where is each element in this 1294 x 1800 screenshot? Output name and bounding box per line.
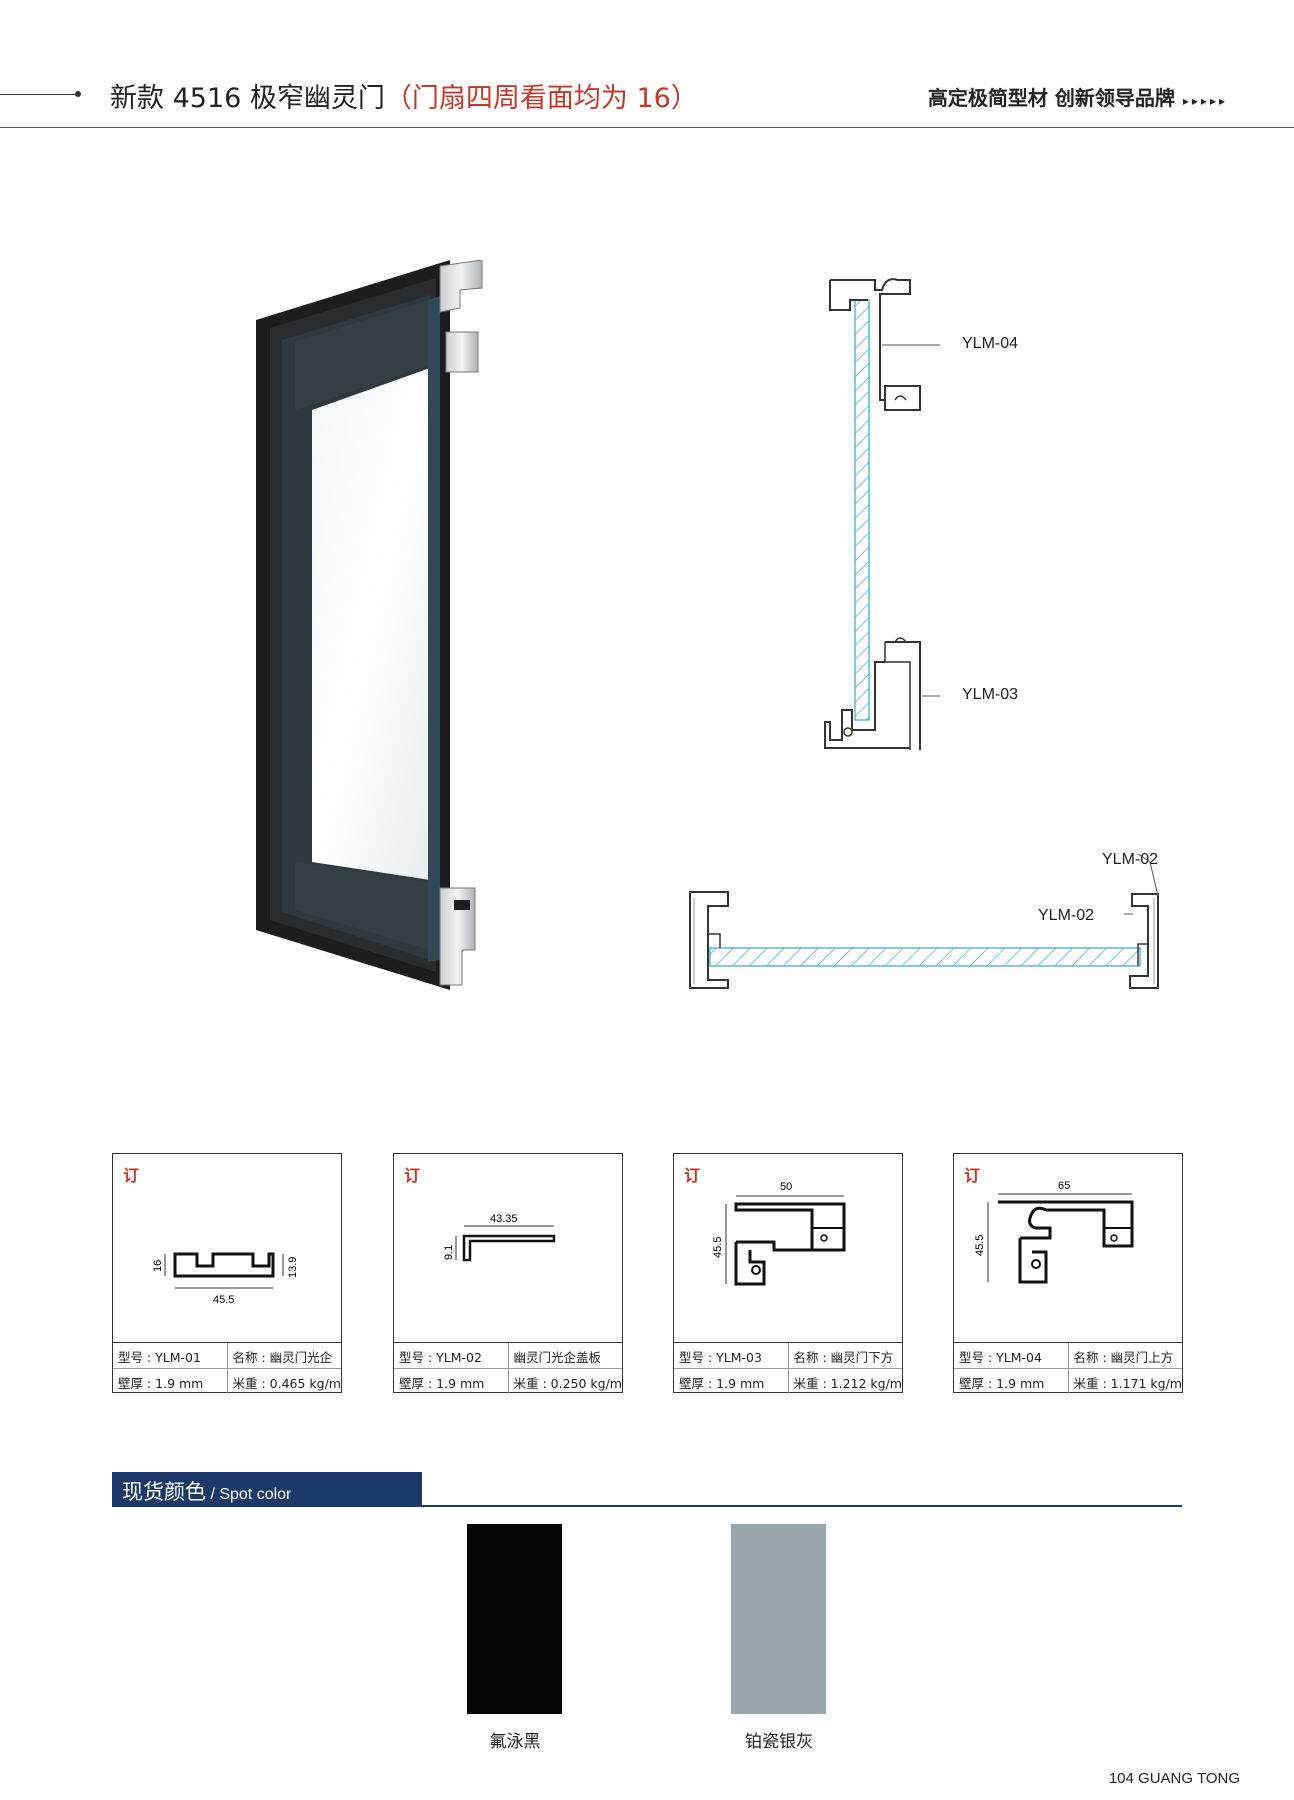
dim-width: 50	[780, 1181, 792, 1193]
dim-height: 45.5	[712, 1237, 724, 1258]
header-rule	[0, 127, 1294, 128]
spec-weight: 米重 : 1.212 kg/m	[787, 1369, 903, 1393]
spec-name: 名称 : 幽灵门光企	[226, 1343, 342, 1368]
arrow-icon: ▸▸▸▸▸	[1182, 94, 1228, 108]
spec-table: 型号 : YLM-01 名称 : 幽灵门光企 壁厚 : 1.9 mm 米重 : 0.…	[113, 1342, 342, 1393]
spot-color-title-zh: 现货颜色	[122, 1480, 206, 1504]
spec-weight: 米重 : 0.465 kg/m	[226, 1369, 342, 1393]
header-dot	[75, 91, 81, 97]
dim-height-right: 13.9	[287, 1257, 299, 1278]
spec-model: 型号 : YLM-01	[118, 1350, 201, 1365]
profile-drawing-ylm-03: 50 45.5	[712, 1181, 846, 1286]
dim-height: 45.5	[974, 1235, 986, 1256]
callout-ylm-04: YLM-04	[962, 335, 1019, 352]
page-footer: 104 GUANG TONG	[1108, 1770, 1240, 1787]
spec-model: 型号 : YLM-03	[679, 1350, 762, 1365]
profile-drawing-ylm-04: 65 45.5	[974, 1180, 1134, 1284]
order-tag: 订	[404, 1166, 421, 1185]
dim-height-left: 16	[152, 1260, 164, 1272]
spot-color-title-en: / Spot color	[206, 1486, 292, 1503]
spec-card-ylm-04: 65 45.5 订 型号 : YLM-04 名称 : 幽灵门上方 壁厚 : 1.9…	[953, 1153, 1183, 1393]
spec-table: 型号 : YLM-03 名称 : 幽灵门下方 壁厚 : 1.9 mm 米重 : 1.…	[674, 1342, 903, 1393]
spec-thickness: 壁厚 : 1.9 mm	[679, 1376, 765, 1391]
swatch-silver-grey	[731, 1524, 826, 1714]
profile-drawing-ylm-01: 16 13.9 45.5	[152, 1252, 299, 1306]
page-title-sub: （门扇四周看面均为 16）	[384, 83, 698, 114]
profile-drawing-ylm-02: 43.35 9.1	[443, 1213, 556, 1262]
callout-ylm-02-top: YLM-02	[1102, 851, 1159, 868]
page-title: 新款 4516 极窄幽灵门（门扇四周看面均为 16）	[110, 76, 698, 115]
page-title-main: 新款 4516 极窄幽灵门	[110, 83, 385, 114]
spec-model: 型号 : YLM-04	[959, 1350, 1042, 1365]
slogan-text: 高定极简型材 创新领导品牌	[927, 86, 1175, 110]
header-slogan: 高定极简型材 创新领导品牌 ▸▸▸▸▸	[928, 82, 1228, 111]
spec-name: 名称 : 幽灵门上方	[1067, 1343, 1183, 1368]
order-tag: 订	[684, 1166, 701, 1185]
spec-model: 型号 : YLM-02	[399, 1350, 482, 1365]
swatch-label-silver-grey: 铂瓷银灰	[745, 1732, 813, 1752]
spec-weight: 米重 : 1.171 kg/m	[1067, 1369, 1183, 1393]
order-tag: 订	[964, 1166, 981, 1185]
callout-ylm-03: YLM-03	[962, 686, 1019, 703]
door-frame-image	[256, 260, 483, 990]
spot-color-heading: 现货颜色 / Spot color	[112, 1472, 422, 1506]
swatch-label-black: 氟泳黑	[489, 1732, 541, 1752]
spec-weight: 米重 : 0.250 kg/m	[507, 1369, 623, 1393]
spot-color-rule	[112, 1505, 1182, 1507]
dim-width: 43.35	[490, 1213, 518, 1225]
spec-thickness: 壁厚 : 1.9 mm	[118, 1376, 204, 1391]
swatch-black	[467, 1524, 562, 1714]
spec-thickness: 壁厚 : 1.9 mm	[399, 1376, 485, 1391]
spec-thickness: 壁厚 : 1.9 mm	[959, 1376, 1045, 1391]
dim-width: 45.5	[213, 1294, 234, 1306]
order-tag: 订	[123, 1166, 140, 1185]
vertical-cross-section	[824, 278, 940, 750]
callout-ylm-02-side: YLM-02	[1038, 907, 1095, 924]
spec-name: 名称 : 幽灵门下方	[787, 1343, 903, 1368]
dim-width: 65	[1058, 1180, 1070, 1192]
spec-table: 型号 : YLM-04 名称 : 幽灵门上方 壁厚 : 1.9 mm 米重 : 1.…	[954, 1342, 1183, 1393]
spec-card-ylm-03: 50 45.5 订 型号 : YLM-03 名称 : 幽灵门下方 壁厚 : 1.9…	[673, 1153, 903, 1393]
spec-card-ylm-01: 16 13.9 45.5 订 型号 : YLM-01 名称 : 幽灵门光企 壁厚 …	[112, 1153, 342, 1393]
spec-name: 幽灵门光企盖板	[507, 1343, 623, 1368]
dim-height: 9.1	[443, 1245, 455, 1260]
spec-card-ylm-02: 43.35 9.1 订 型号 : YLM-02 幽灵门光企盖板 壁厚 : 1.9 …	[393, 1153, 623, 1393]
horizontal-cross-section	[689, 853, 1159, 989]
spec-table: 型号 : YLM-02 幽灵门光企盖板 壁厚 : 1.9 mm 米重 : 0.250…	[394, 1342, 623, 1393]
header-line	[0, 94, 80, 95]
